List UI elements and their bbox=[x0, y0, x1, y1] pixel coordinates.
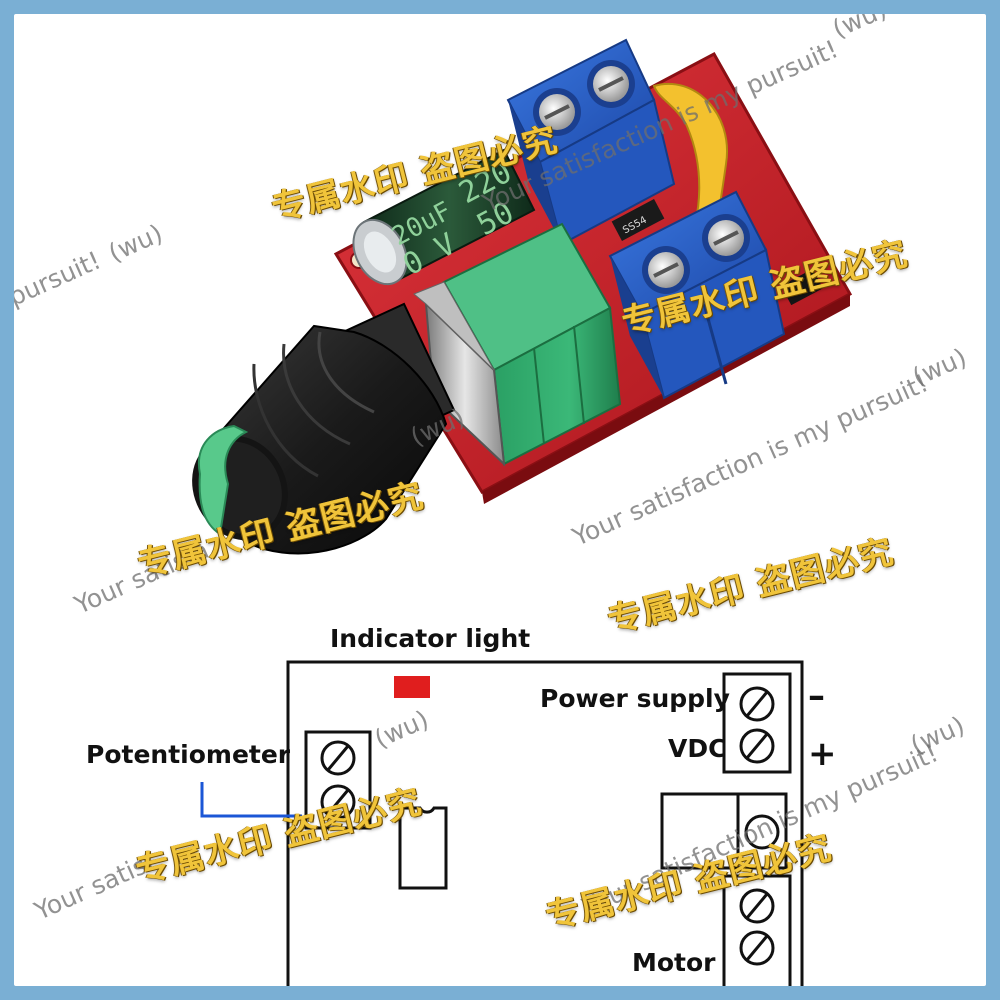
vdc-label: VDC bbox=[668, 734, 727, 763]
terminal-block-motor bbox=[608, 190, 786, 400]
motor-label: Motor bbox=[632, 948, 716, 977]
minus-sign: – bbox=[808, 676, 825, 716]
power-supply-terminal bbox=[722, 672, 792, 774]
indicator-light-marker bbox=[394, 676, 430, 698]
plus-sign: + bbox=[808, 734, 837, 774]
pwm-board-photo: SS54 bbox=[192, 38, 853, 555]
watermark-wu: (wu) bbox=[906, 710, 969, 760]
power-supply-label: Power supply bbox=[540, 684, 730, 713]
product-image: SS54 bbox=[14, 14, 986, 986]
potentiometer-label: Potentiometer bbox=[86, 740, 291, 769]
electrolytic-capacitor: 20uF 220 0 V 50 bbox=[352, 148, 536, 286]
indicator-light-label: Indicator light bbox=[330, 624, 531, 653]
potentiometer-body bbox=[413, 222, 622, 467]
watermark-chinese: 专属水印 盗图必究 bbox=[542, 827, 836, 938]
terminal-block-top bbox=[506, 38, 676, 246]
watermark-wu: (wu) bbox=[370, 704, 433, 754]
potentiometer-knob bbox=[192, 302, 456, 555]
watermark-chinese: 专属水印 盗图必究 bbox=[132, 781, 426, 892]
